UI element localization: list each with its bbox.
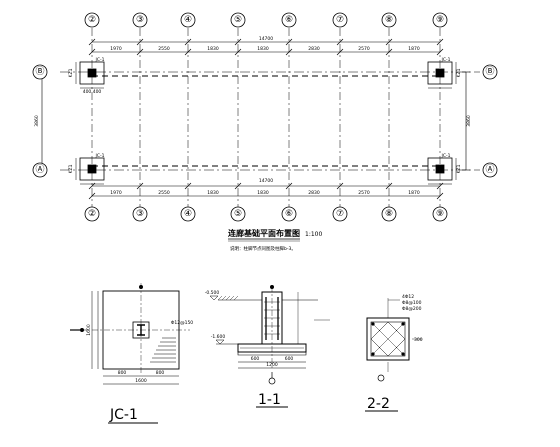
section-1-1-label: 1-1 bbox=[258, 392, 281, 408]
span-dimension: 2830 bbox=[308, 190, 320, 196]
grid-label-col: ⑤ bbox=[234, 209, 242, 219]
grid-label-row: Ⓑ bbox=[35, 66, 44, 77]
plan-note: 说明：柱脚节点同图及柱脚b-3。 bbox=[230, 245, 296, 252]
vertical-span-left: 3860 bbox=[34, 115, 40, 127]
column-tag: KZ1 bbox=[68, 164, 74, 173]
grid-label-row: Ⓑ bbox=[485, 66, 494, 77]
plan-title-block: 连廊基础平面布置图 1:100 说明：柱脚节点同图及柱脚b-3。 bbox=[228, 228, 322, 252]
grid-label-col: ⑥ bbox=[285, 209, 293, 219]
grid-label-col: ④ bbox=[184, 209, 192, 219]
overall-dimension: 14700 bbox=[259, 178, 273, 184]
footing-tag: JC-1 bbox=[441, 153, 451, 159]
section-2-2-note: Φ8@100 bbox=[402, 300, 422, 306]
footing-dim: 400 bbox=[93, 89, 102, 95]
column-tag: KZ1 bbox=[68, 68, 74, 77]
span-dimension: 2550 bbox=[158, 46, 170, 52]
vertical-span-right: 3860 bbox=[466, 115, 472, 127]
span-dimension: 1830 bbox=[257, 190, 269, 196]
section-2-2-note: Φ8@200 bbox=[402, 306, 422, 312]
overall-dimension: 14700 bbox=[259, 36, 273, 42]
grid-label-col: ③ bbox=[136, 209, 144, 219]
footing-a9 bbox=[427, 157, 457, 185]
detail-jc1 bbox=[70, 283, 190, 385]
plan-dimension-ticks bbox=[88, 38, 444, 200]
section-dim: 600 bbox=[285, 356, 294, 362]
grid-label-col: ⑥ bbox=[285, 15, 293, 25]
plan-footings bbox=[75, 61, 457, 185]
plan-scale: 1:100 bbox=[305, 231, 322, 238]
jc1-side-dim: 1600 bbox=[86, 324, 92, 336]
span-dimension: 2830 bbox=[308, 46, 320, 52]
section-dim: 600 bbox=[251, 356, 260, 362]
footing-tag: JC-1 bbox=[441, 57, 451, 63]
section-2-2-note: 4Φ12 bbox=[402, 294, 414, 300]
span-dimension: 1870 bbox=[408, 190, 420, 196]
footing-a2 bbox=[75, 157, 105, 185]
span-dimension: 1870 bbox=[408, 46, 420, 52]
grid-label-col: ② bbox=[88, 209, 96, 219]
footing-b9 bbox=[427, 61, 457, 89]
footing-tag: JC-1 bbox=[95, 57, 105, 63]
span-dimension: 1970 bbox=[110, 190, 122, 196]
jc1-total: 1600 bbox=[135, 378, 147, 384]
span-dimension: 1830 bbox=[207, 190, 219, 196]
span-dimension: 1970 bbox=[110, 46, 122, 52]
column-tag: KZ1 bbox=[456, 68, 462, 77]
jc1-label: JC-1 bbox=[109, 407, 138, 423]
section-level: -0.500 bbox=[205, 290, 220, 296]
grid-label-col: ④ bbox=[184, 15, 192, 25]
grid-label-col: ⑨ bbox=[436, 15, 444, 25]
section-total: 1200 bbox=[266, 362, 278, 368]
plan-title: 连廊基础平面布置图 bbox=[228, 228, 300, 238]
detail-section-2-2 bbox=[366, 298, 422, 382]
column-tag: KZ1 bbox=[456, 164, 462, 173]
grid-label-col: ⑦ bbox=[336, 15, 344, 25]
section-marker bbox=[268, 372, 276, 385]
section-level: -1.600 bbox=[211, 334, 226, 340]
footing-tag: JC-1 bbox=[95, 153, 105, 159]
jc1-rebar: Φ12@150 bbox=[171, 320, 193, 326]
jc1-dim: 800 bbox=[118, 370, 127, 376]
grid-label-col: ② bbox=[88, 15, 96, 25]
span-dimension: 2570 bbox=[358, 190, 370, 196]
grid-label-col: ③ bbox=[136, 15, 144, 25]
grid-label-row: Ⓐ bbox=[485, 164, 494, 175]
detail-section-1-1 bbox=[209, 285, 330, 370]
grid-label-col: ⑦ bbox=[336, 209, 344, 219]
footing-b2 bbox=[75, 61, 105, 89]
grid-bubbles bbox=[32, 12, 498, 222]
grid-label-col: ⑤ bbox=[234, 15, 242, 25]
grid-label-col: ⑧ bbox=[385, 15, 393, 25]
footing-dim: 400 bbox=[83, 89, 92, 95]
span-dimension: 2550 bbox=[158, 190, 170, 196]
grid-label-col: ⑧ bbox=[385, 209, 393, 219]
section-2-2-label: 2-2 bbox=[367, 396, 390, 412]
section-2-2-width: 300 bbox=[414, 337, 423, 343]
jc1-dim: 800 bbox=[156, 370, 165, 376]
span-dimension: 1830 bbox=[257, 46, 269, 52]
grid-label-col: ⑨ bbox=[436, 209, 444, 219]
span-dimension: 1830 bbox=[207, 46, 219, 52]
grid-label-row: Ⓐ bbox=[35, 164, 44, 175]
span-dimension: 2570 bbox=[358, 46, 370, 52]
